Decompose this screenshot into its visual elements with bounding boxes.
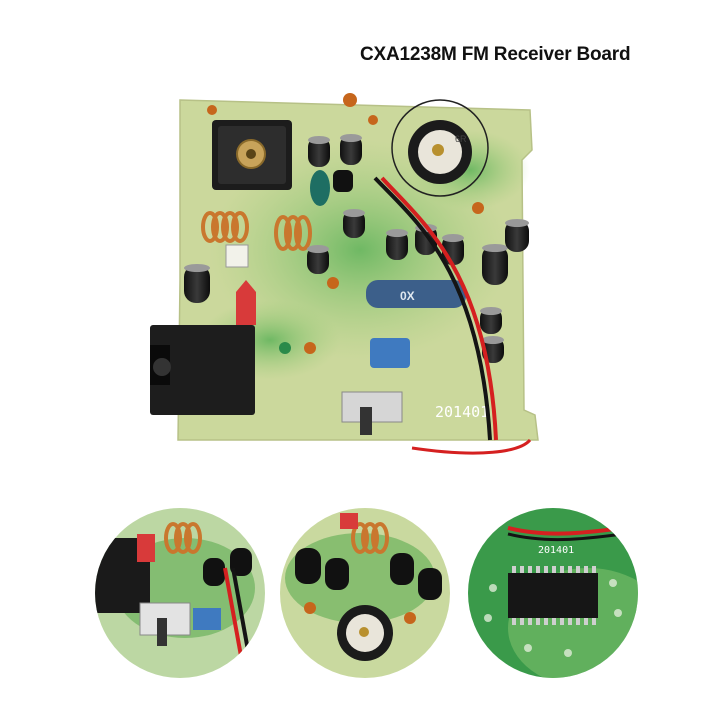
coil-left <box>201 211 249 243</box>
audio-jack <box>150 325 255 415</box>
transistor <box>333 170 353 192</box>
green-ceramic-capacitor <box>310 170 330 206</box>
film-capacitor <box>366 280 466 308</box>
ceramic-capacitors <box>207 93 484 354</box>
film-capacitor-marking: 0X <box>400 289 415 303</box>
fm-receiver-board-illustration: 6R <box>150 93 539 455</box>
slide-switch <box>341 391 403 435</box>
thumbnail-jack-switch <box>95 508 265 678</box>
red-wire <box>380 176 498 441</box>
coil-center <box>274 215 312 251</box>
thumb-silkscreen: 201401 <box>538 545 574 556</box>
volume-potentiometer-outline <box>391 99 489 197</box>
trimmer <box>225 244 249 268</box>
thumbnail-chip: 201401 <box>468 508 638 678</box>
blue-trimmer <box>370 338 410 368</box>
black-wire <box>373 176 492 441</box>
cxa1238m-chip <box>508 573 598 618</box>
main-board-photo: 6R <box>150 80 570 460</box>
red-led <box>236 280 256 325</box>
potentiometer-marking: 6R <box>455 134 467 144</box>
product-title: CXA1238M FM Receiver Board <box>360 44 631 65</box>
thumbnail-capacitors-potentiometer <box>280 508 450 678</box>
board-silkscreen: 201401 <box>435 403 489 421</box>
